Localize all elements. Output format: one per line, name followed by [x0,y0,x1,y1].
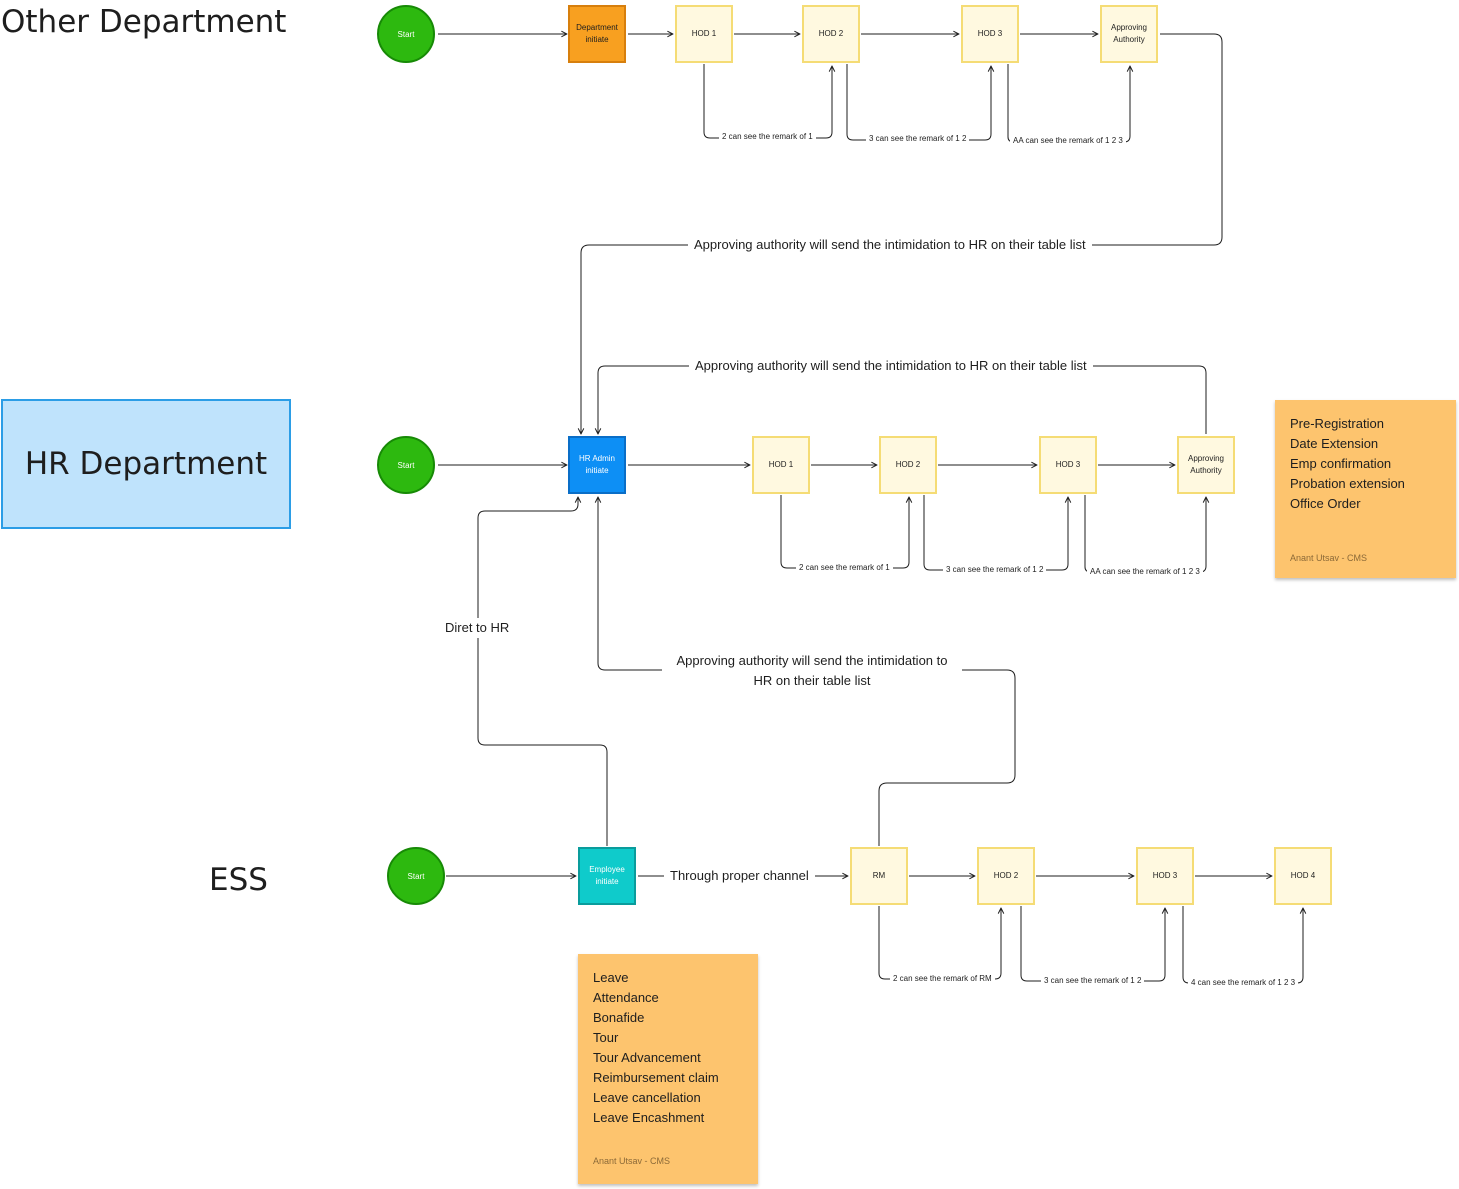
sticky-item: Leave [593,970,629,985]
hr-hod3-node[interactable]: HOD 3 [1039,436,1097,494]
edge-ess-remark4 [1182,906,1303,984]
sticky-item: Leave Encashment [593,1110,705,1125]
edge-other-remark3 [846,64,991,141]
ess-hod2-node[interactable]: HOD 2 [977,847,1035,905]
edge-hr-remarkAA [1084,495,1206,573]
edge-hr-remark3 [923,495,1068,571]
hr-remarkAA-label: AA can see the remark of 1 2 3 [1087,566,1203,578]
ess-remark2-label: 2 can see the remark of RM [890,973,995,985]
other-approving-authority-node[interactable]: Approving Authority [1100,5,1158,63]
other-remark3-label: 3 can see the remark of 1 2 [866,133,970,145]
lane-title-hr-department: HR Department [24,446,268,482]
other-hod3-node[interactable]: HOD 3 [961,5,1019,63]
hr-admin-initiate-node[interactable]: HR Admin initiate [568,436,626,494]
sticky-item: Tour Advancement [593,1050,701,1065]
sticky-item: Office Order [1290,496,1361,511]
ess-channel-label: Through proper channel [664,866,815,886]
sticky-item: Attendance [593,990,659,1005]
edge-ess-direct-hr [477,497,608,846]
ess-hod3-node[interactable]: HOD 3 [1136,847,1194,905]
ess-sticky-author: Anant Utsav - CMS [593,1156,671,1166]
other-department-initiate-node[interactable]: Department initiate [568,5,626,63]
direct-to-hr-label: Diret to HR [439,618,516,638]
hr-approving-authority-node[interactable]: Approving Authority [1177,436,1235,494]
hr-to-hr-label: Approving authority will send the intimi… [689,356,1093,376]
lane-hr-department: HR Department [1,399,291,529]
sticky-item: Emp confirmation [1290,456,1392,471]
ess-hod4-node[interactable]: HOD 4 [1274,847,1332,905]
sticky-item: Date Extension [1290,436,1379,451]
sticky-item: Pre-Registration [1290,416,1384,431]
sticky-item: Bonafide [593,1010,645,1025]
ess-remark3-label: 3 can see the remark of 1 2 [1041,975,1145,987]
hr-sticky-author: Anant Utsav - CMS [1290,553,1368,563]
hr-hod2-node[interactable]: HOD 2 [879,436,937,494]
lane-title-ess: ESS [209,862,268,898]
sticky-item: Tour [593,1030,619,1045]
hr-remark3-label: 3 can see the remark of 1 2 [943,564,1047,576]
edge-ess-remark2 [878,906,1001,980]
ess-employee-initiate-node[interactable]: Employee initiate [578,847,636,905]
sticky-item: Reimbursement claim [593,1070,719,1085]
other-start-node[interactable]: Start [377,5,435,63]
edge-other-aa-hr [581,33,1223,434]
hr-hod1-node[interactable]: HOD 1 [752,436,810,494]
hr-start-node[interactable]: Start [377,436,435,494]
ess-remark4-label: 4 can see the remark of 1 2 3 [1188,977,1299,989]
edge-ess-remark3 [1020,906,1165,982]
ess-to-hr-label: Approving authority will send the intimi… [662,651,962,691]
lane-title-other-department: Other Department [1,4,287,40]
ess-rm-node[interactable]: RM [850,847,908,905]
other-hod2-node[interactable]: HOD 2 [802,5,860,63]
hr-remark2-label: 2 can see the remark of 1 [796,562,893,574]
edge-other-remarkAA [1007,64,1130,143]
other-remarkAA-label: AA can see the remark of 1 2 3 [1010,135,1126,147]
edge-other-remark2 [703,64,832,139]
other-hod1-node[interactable]: HOD 1 [675,5,733,63]
sticky-item: Leave cancellation [593,1090,701,1105]
sticky-item: Probation extension [1290,476,1405,491]
edge-hr-remark2 [780,495,909,569]
edge-ess-rm-hr [598,497,1016,846]
edge-hr-aa-hr [598,365,1207,434]
other-remark2-label: 2 can see the remark of 1 [719,131,816,143]
other-to-hr-label: Approving authority will send the intimi… [688,235,1092,255]
ess-start-node[interactable]: Start [387,847,445,905]
